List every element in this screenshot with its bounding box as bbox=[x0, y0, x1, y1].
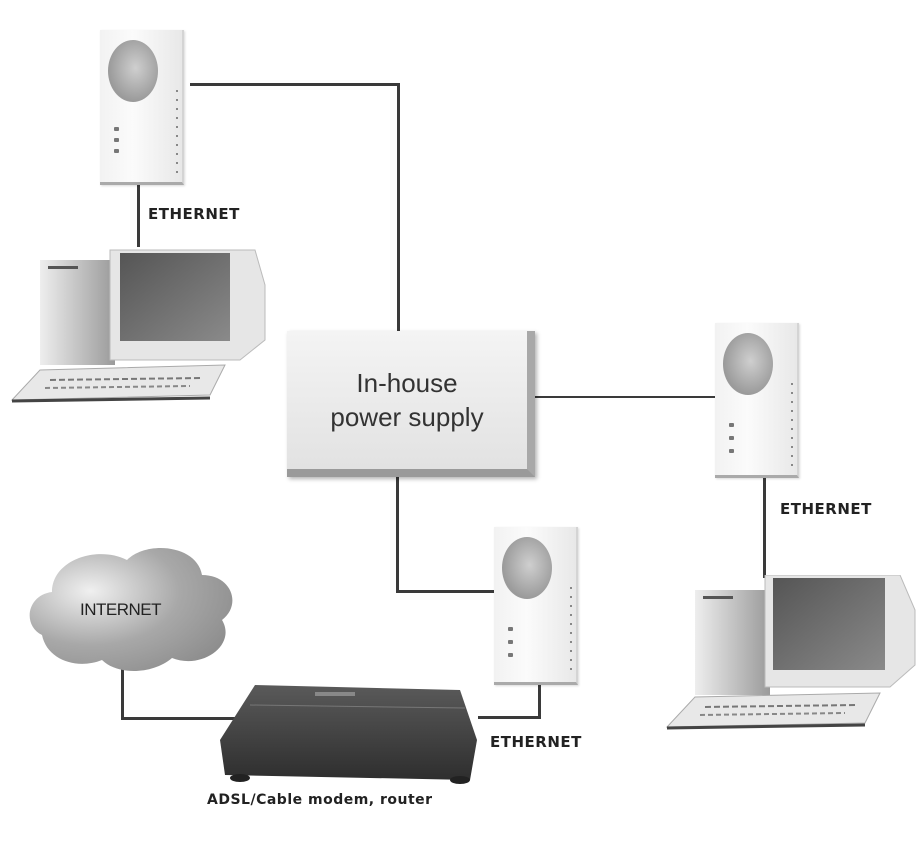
ethernet-label-right: ETHERNET bbox=[780, 500, 872, 518]
internet-label: INTERNET bbox=[80, 600, 162, 619]
internet-cloud-icon bbox=[29, 548, 233, 672]
wire-router-adapter-horizontal bbox=[478, 716, 540, 719]
powerline-adapter-top bbox=[100, 30, 184, 185]
computer-icon bbox=[10, 249, 266, 403]
wire-psu-bottom-vertical bbox=[396, 476, 399, 592]
led-icon bbox=[508, 653, 513, 657]
led-icon bbox=[114, 149, 119, 153]
router-label: ADSL/Cable modem, router bbox=[207, 792, 433, 808]
ethernet-label-bottom: ETHERNET bbox=[490, 733, 582, 751]
wire-top-adapter-vertical bbox=[397, 83, 400, 333]
socket-icon bbox=[723, 333, 773, 395]
led-icon bbox=[729, 423, 734, 427]
socket-icon bbox=[502, 537, 552, 599]
wire-internet-vertical bbox=[121, 662, 124, 719]
wire-router-adapter-vertical bbox=[538, 680, 541, 719]
ethernet-label-top: ETHERNET bbox=[148, 205, 240, 223]
led-icon bbox=[508, 627, 513, 631]
led-icon bbox=[114, 138, 119, 142]
psu-label-line2: power supply bbox=[330, 402, 484, 432]
powerline-adapter-bottom bbox=[494, 527, 578, 685]
wire-psu-bottom-horizontal bbox=[396, 590, 496, 593]
wire-top-adapter-horizontal bbox=[190, 83, 400, 86]
socket-icon bbox=[108, 40, 158, 102]
vent-icon bbox=[791, 383, 793, 468]
led-icon bbox=[729, 449, 734, 453]
in-house-power-supply: In-house power supply bbox=[287, 331, 535, 477]
router-icon bbox=[220, 685, 477, 784]
computer-right bbox=[665, 574, 918, 735]
vent-icon bbox=[570, 587, 572, 672]
computer-left bbox=[10, 245, 270, 405]
led-icon bbox=[729, 436, 734, 440]
computer-icon bbox=[665, 574, 916, 730]
wire-right-ethernet bbox=[763, 478, 766, 578]
wire-internet-horizontal bbox=[121, 717, 241, 720]
vent-icon bbox=[176, 90, 178, 175]
led-icon bbox=[508, 640, 513, 644]
psu-label-line1: In-house bbox=[356, 368, 458, 398]
wire-psu-right bbox=[535, 396, 715, 398]
wire-top-ethernet bbox=[137, 182, 140, 247]
led-icon bbox=[114, 127, 119, 131]
powerline-adapter-right bbox=[715, 323, 799, 478]
